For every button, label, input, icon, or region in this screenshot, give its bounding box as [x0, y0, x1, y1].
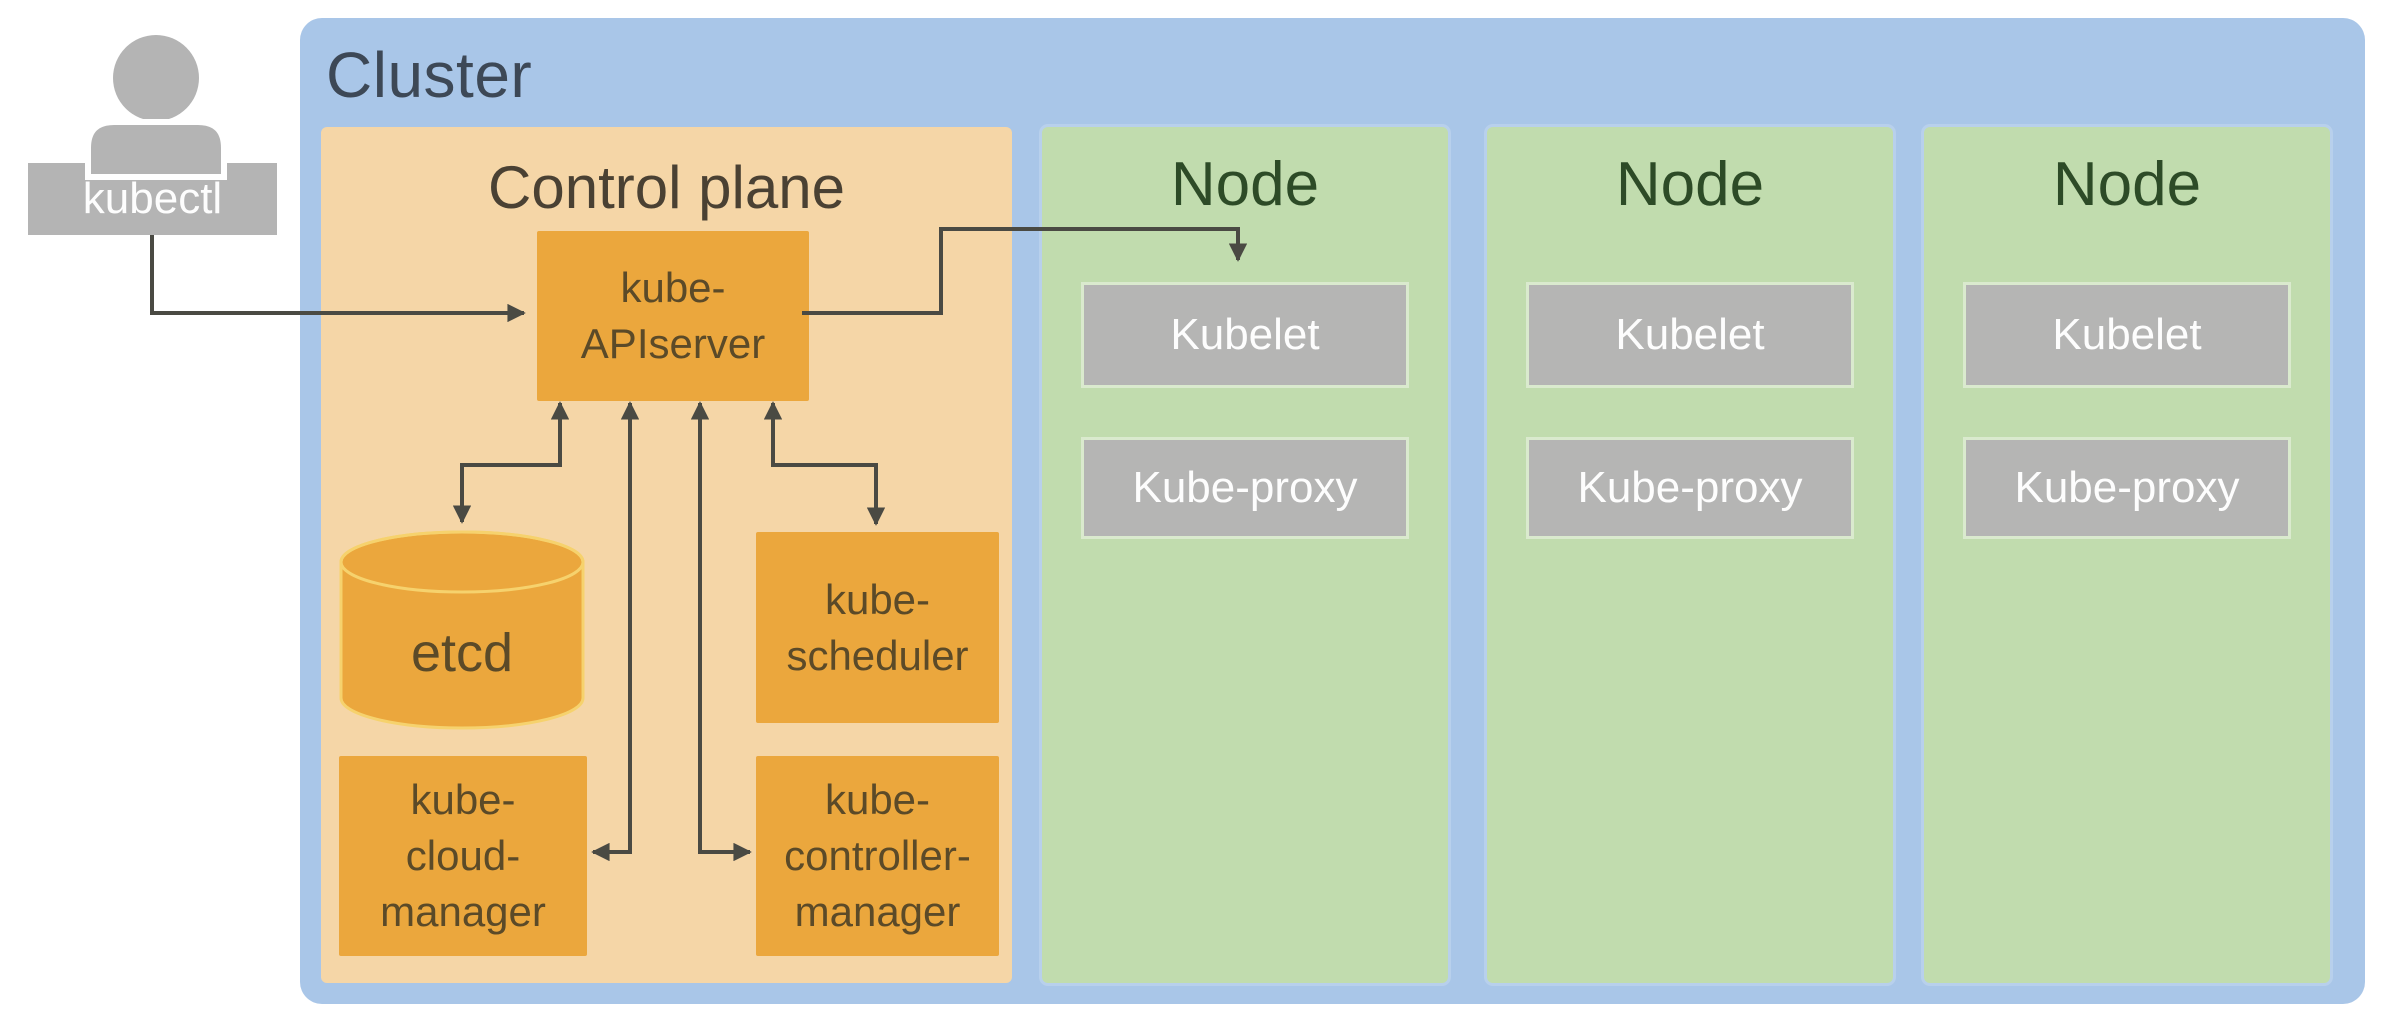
node-box-2: Node Kubelet Kube-proxy [1487, 127, 1893, 983]
kube-proxy-label: Kube-proxy [1132, 463, 1358, 512]
person-head [113, 35, 199, 121]
etcd-cylinder-shape [339, 530, 585, 730]
user-person-icon [85, 35, 227, 180]
kube-proxy-label: Kube-proxy [2014, 463, 2240, 512]
etcd-label: etcd [410, 623, 514, 683]
control-plane-title: Control plane [488, 154, 845, 221]
kubelet-label: Kubelet [1615, 310, 1765, 359]
node-title: Node [1170, 150, 1320, 219]
kube-controller-manager-box: kube- controller- manager [756, 756, 999, 956]
kube-controller-manager-label-line3: manager [794, 888, 961, 935]
kubelet-box: Kubelet [1966, 285, 2288, 385]
kubelet-label: Kubelet [1170, 310, 1320, 359]
kube-cloud-manager-label-line3: manager [380, 888, 546, 935]
kubelet-box: Kubelet [1529, 285, 1851, 385]
kube-cloud-manager-box: kube- cloud- manager [339, 756, 587, 956]
kube-apiserver-box: kube- APIserver [537, 231, 809, 401]
etcd-cylinder: etcd [339, 530, 585, 730]
kube-scheduler-label-line2: scheduler [786, 631, 969, 679]
control-plane-box: Control plane kube- APIserver etcd kube-… [321, 127, 1012, 983]
kube-apiserver-label-line1: kube- [620, 264, 726, 311]
kubelet-label: Kubelet [2052, 310, 2202, 359]
kubelet-box: Kubelet [1084, 285, 1406, 385]
kube-scheduler-box: kube- scheduler [756, 532, 999, 723]
node-box-1: Node Kubelet Kube-proxy [1042, 127, 1448, 983]
node-title: Node [2052, 150, 2202, 219]
kube-cloud-manager-label-line1: kube- [410, 776, 516, 823]
person-shoulders [85, 119, 227, 180]
kube-proxy-label: Kube-proxy [1577, 463, 1803, 512]
node-title: Node [1615, 150, 1765, 219]
kube-proxy-box: Kube-proxy [1084, 440, 1406, 536]
kube-apiserver-label-line2: APIserver [580, 320, 766, 367]
kube-proxy-box: Kube-proxy [1529, 440, 1851, 536]
cluster-box: Cluster Control plane kube- APIserver et… [300, 18, 2365, 1004]
cluster-title: Cluster [326, 39, 533, 111]
kubectl-label: kubectl [82, 174, 223, 223]
kube-proxy-box: Kube-proxy [1966, 440, 2288, 536]
kube-controller-manager-label-line2: controller- [784, 832, 971, 879]
node-box-3: Node Kubelet Kube-proxy [1924, 127, 2330, 983]
kube-cloud-manager-label-line2: cloud- [405, 832, 521, 879]
kube-scheduler-label-line1: kube- [824, 575, 931, 623]
kube-controller-manager-label-line1: kube- [824, 776, 931, 823]
